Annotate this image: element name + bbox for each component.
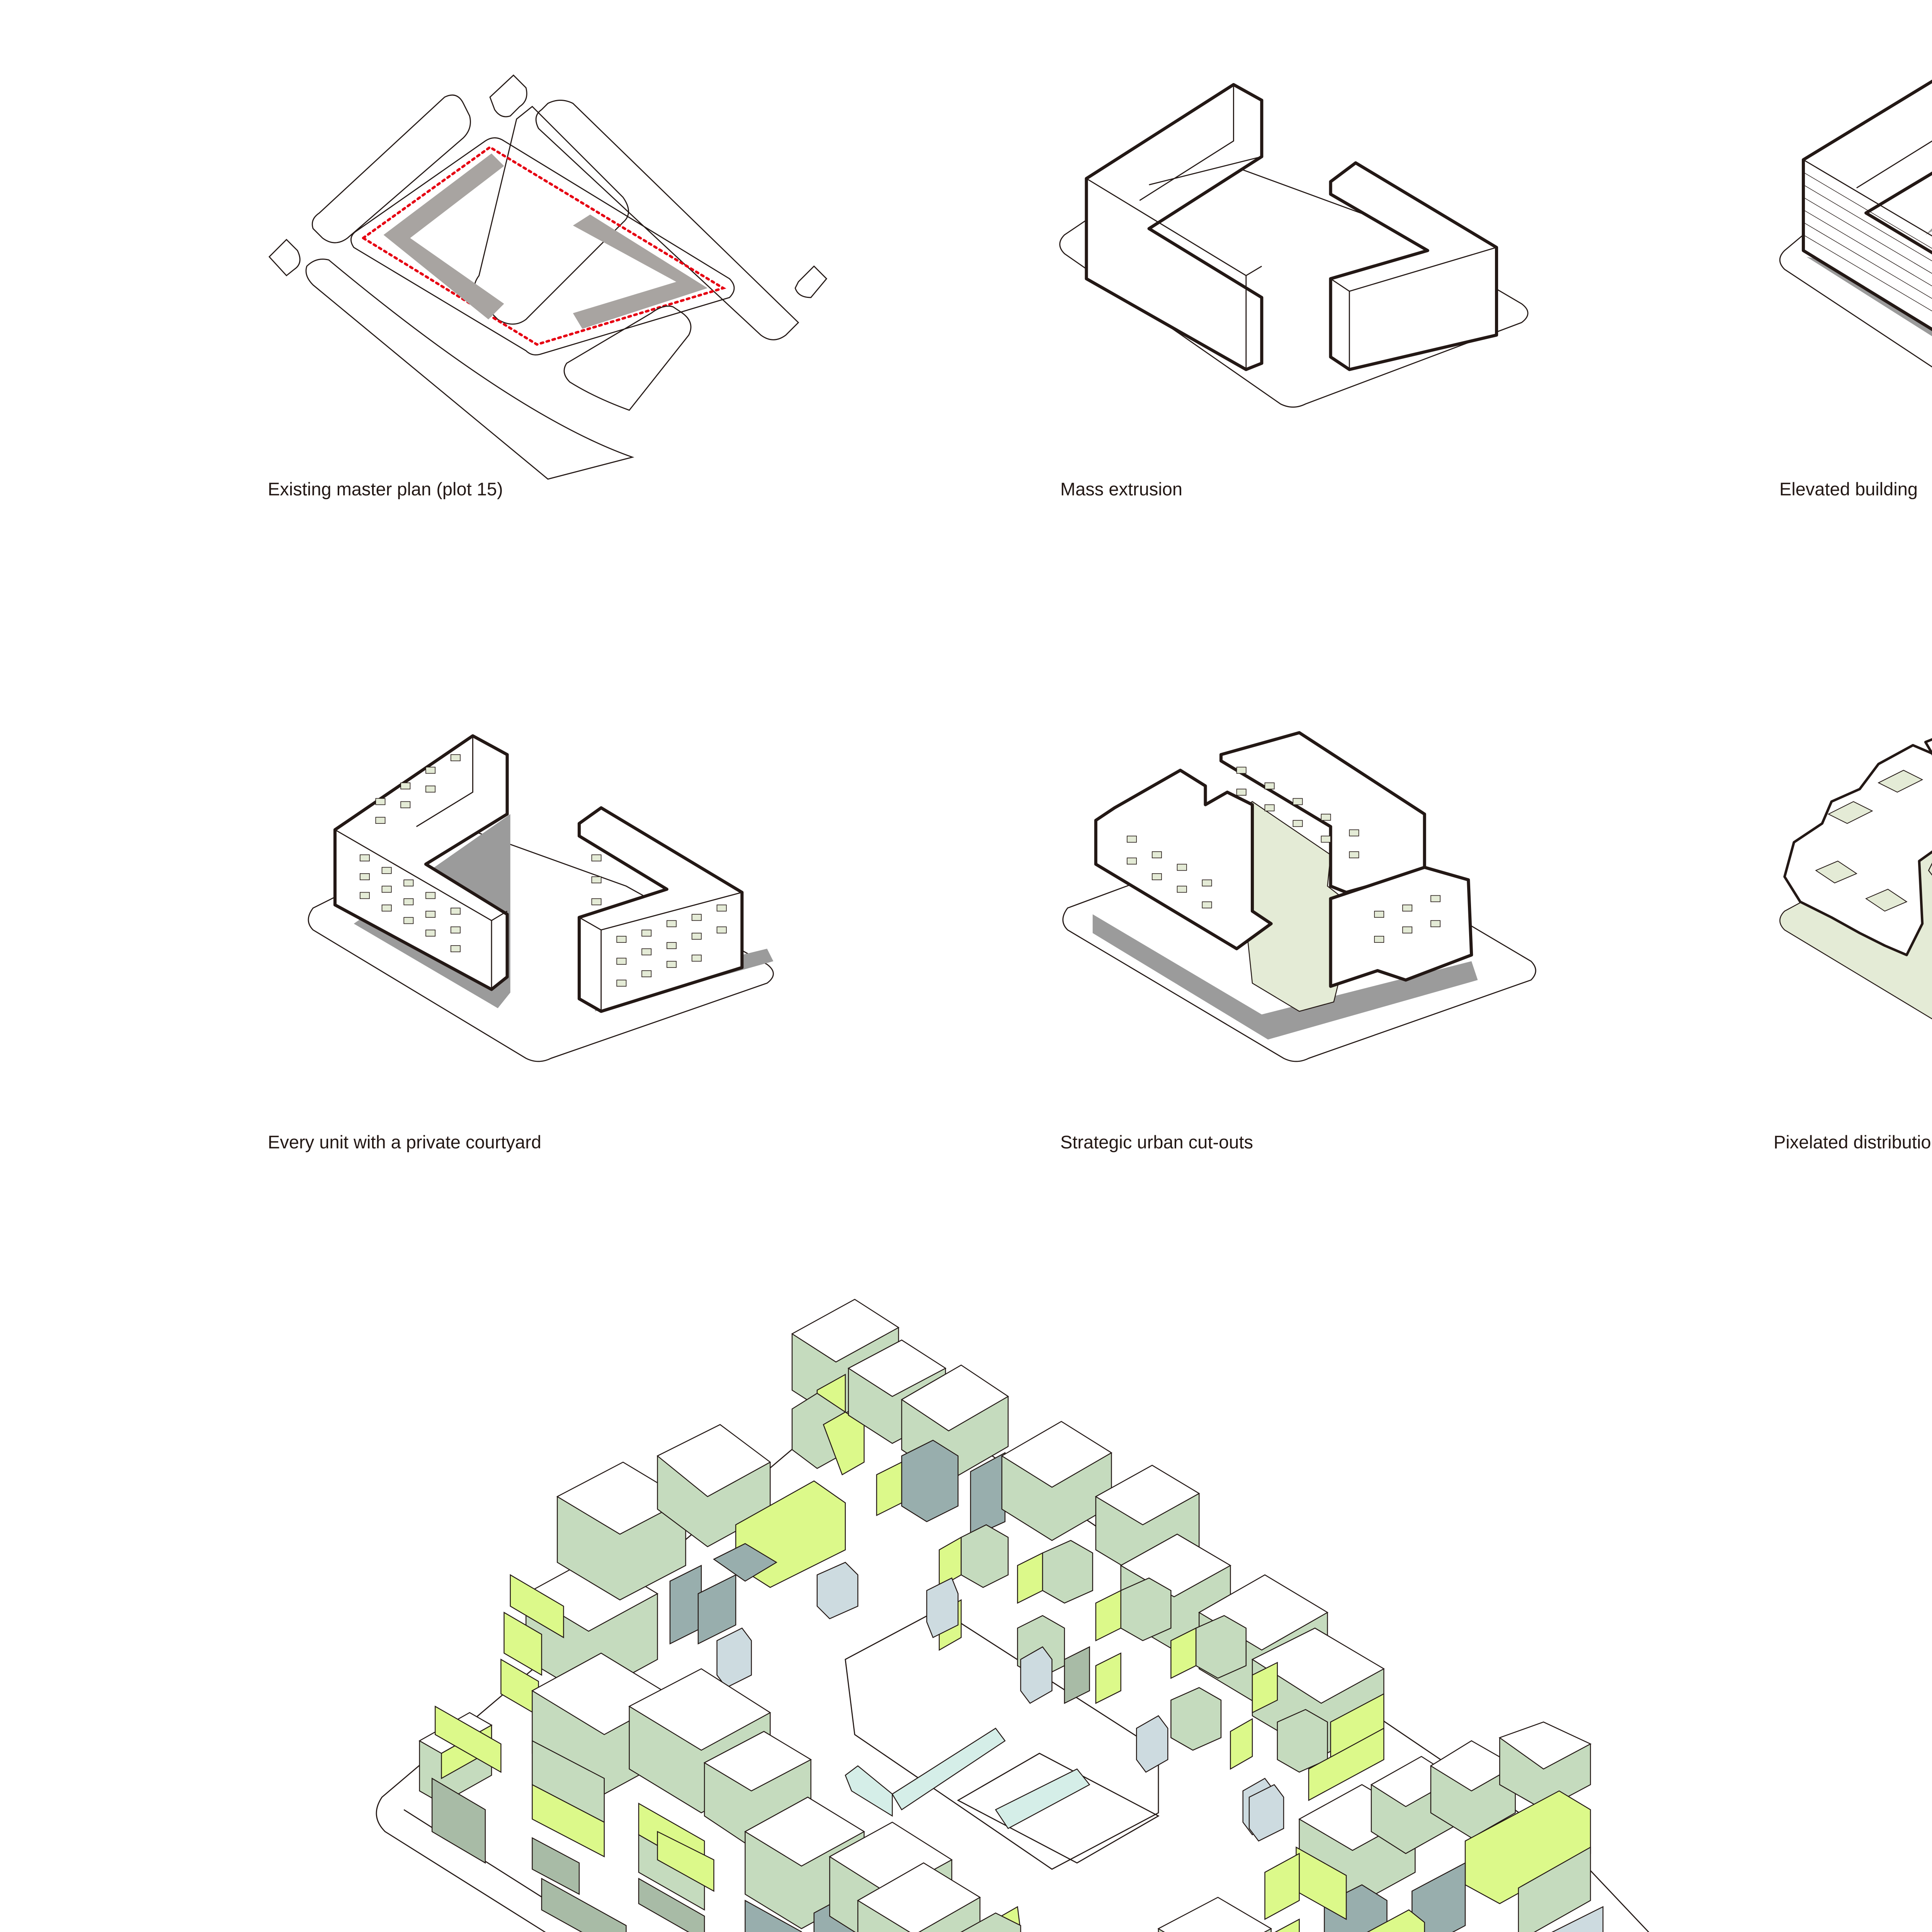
caption-private-courtyard: Every unit with a private courtyard — [268, 1132, 541, 1152]
diagram-elevated-building — [1779, 80, 1932, 368]
right-wing — [1157, 1721, 1604, 1932]
diagram-mass-extrusion — [1059, 83, 1529, 408]
caption-existing-master-plan: Existing master plan (plot 15) — [268, 479, 503, 499]
caption-urban-cutouts: Strategic urban cut-outs — [1060, 1132, 1253, 1152]
diagram-units-distribution — [376, 1299, 1650, 1932]
caption-pixelated-units: Pixelated distribution of units — [1774, 1132, 1932, 1152]
diagram-pixelated-units — [1779, 738, 1932, 1020]
diagram-existing-master-plan — [268, 74, 827, 480]
diagram-urban-cutouts — [1062, 731, 1536, 1062]
caption-elevated-building: Elevated building — [1779, 479, 1918, 499]
caption-mass-extrusion: Mass extrusion — [1060, 479, 1183, 499]
top-wing — [791, 1299, 1385, 1835]
left-wing — [418, 1424, 1021, 1932]
diagram-private-courtyard — [308, 734, 774, 1062]
